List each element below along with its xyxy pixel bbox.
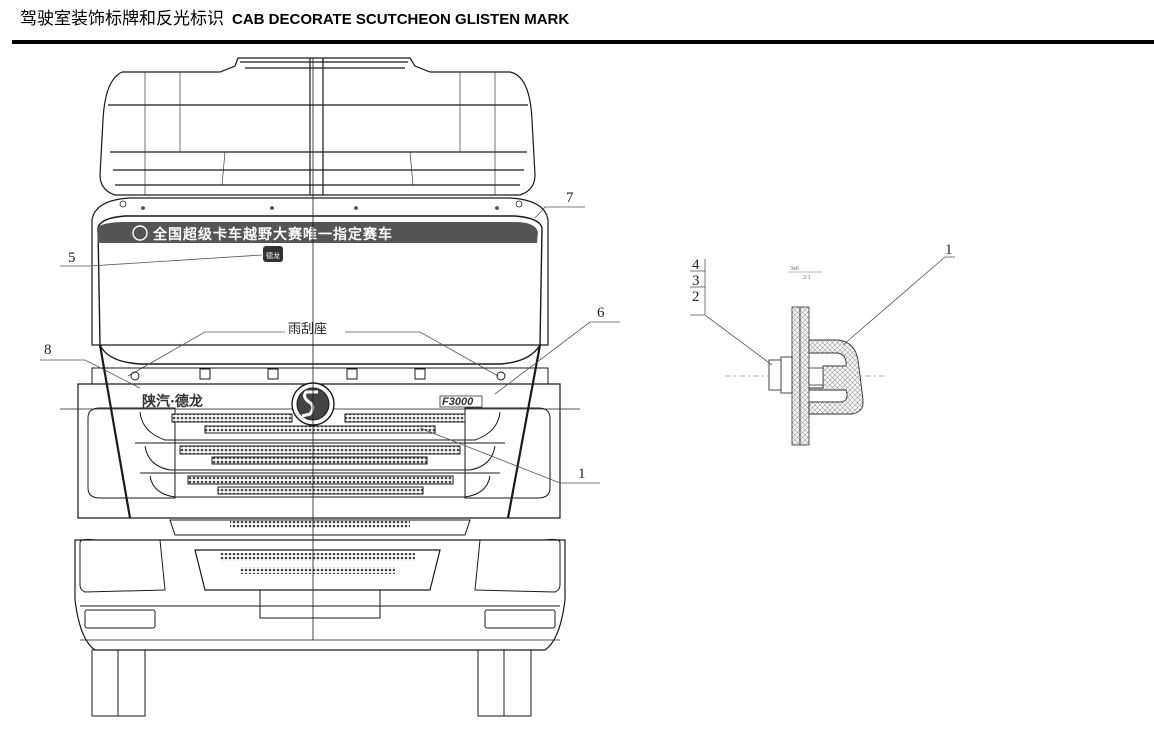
callout-3: 3 — [692, 273, 700, 289]
callout-8: 8 — [44, 342, 52, 358]
detail-callout-leaders — [690, 256, 955, 366]
model-badge: F3000 — [439, 395, 483, 408]
page-title: 驾驶室装饰标牌和反光标识 CAB DECORATE SCUTCHEON GLIST… — [20, 4, 569, 29]
model-badge-text: F3000 — [442, 396, 474, 408]
grille — [135, 411, 505, 498]
roof-spoiler — [99, 57, 536, 196]
cowl-panel — [91, 367, 549, 385]
section-detail — [725, 306, 885, 446]
callout-1-main: 1 — [578, 466, 586, 482]
callout-7: 7 — [566, 190, 574, 206]
wheels — [91, 649, 532, 717]
small-badge: 德龙 — [263, 246, 283, 262]
callout-5: 5 — [68, 250, 76, 266]
wiper-seat-leaders — [127, 331, 499, 377]
callout-leaders — [40, 206, 620, 484]
small-badge-text: 德龙 — [266, 251, 280, 260]
page-title-en: CAB DECORATE SCUTCHEON GLISTEN MARK — [232, 11, 570, 28]
bumper — [74, 519, 566, 651]
page-title-cn: 驾驶室装饰标牌和反光标识 — [20, 9, 224, 29]
callout-2: 2 — [692, 289, 700, 305]
callout-1-detail: 1 — [945, 242, 953, 258]
brand-badge: 陕汽·德龙 — [142, 393, 203, 410]
detail-note-top: 3x6 — [790, 266, 799, 272]
banner-text: 全国超级卡车越野大赛唯一指定赛车 — [152, 226, 393, 243]
title-divider — [12, 40, 1154, 44]
wiper-seat-label: 雨刮座 — [288, 322, 327, 337]
cab-body — [91, 197, 549, 346]
shacman-logo-icon — [132, 225, 148, 241]
detail-note-bottom: 2:1 — [803, 275, 811, 281]
callout-4: 4 — [692, 257, 700, 273]
callout-6: 6 — [597, 305, 605, 321]
windshield-banner: 全国超级卡车越野大赛唯一指定赛车 — [97, 222, 538, 243]
